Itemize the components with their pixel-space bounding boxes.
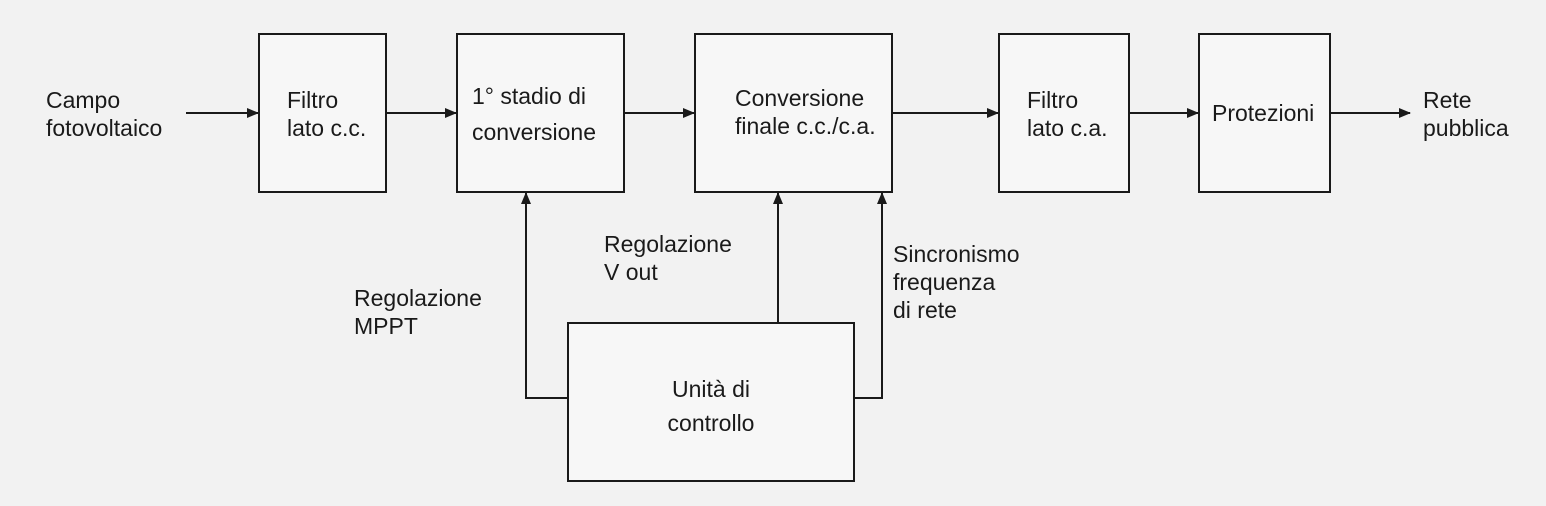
block-protezioni [1198,33,1331,193]
label-filtro-cc: Filtro lato c.c. [287,87,367,141]
signal-sync-label: Sincronismo frequenza di rete [893,241,1020,323]
block-conversione-finale [694,33,893,193]
label-unita-controllo: Unità di controllo [667,376,755,436]
arrow-mppt-feedback [521,192,567,399]
block-filtro-cc [258,33,387,193]
label-filtro-ca: Filtro lato c.a. [1027,87,1108,141]
block-unita-controllo [567,322,855,482]
label-protezioni: Protezioni [1212,100,1315,126]
signal-mppt-label: Regolazione MPPT [354,285,482,339]
block-stadio1 [456,33,625,193]
label-conversione-finale: Conversione finale c.c./c.a. [735,85,876,139]
input-label: Campo fotovoltaico [46,87,163,141]
signal-vout-label: Regolazione V out [604,231,732,285]
block-filtro-ca [998,33,1130,193]
output-label: Rete pubblica [1423,87,1509,141]
label-stadio1: 1° stadio di conversione [472,83,597,145]
arrow-sync-feedback [855,192,887,399]
